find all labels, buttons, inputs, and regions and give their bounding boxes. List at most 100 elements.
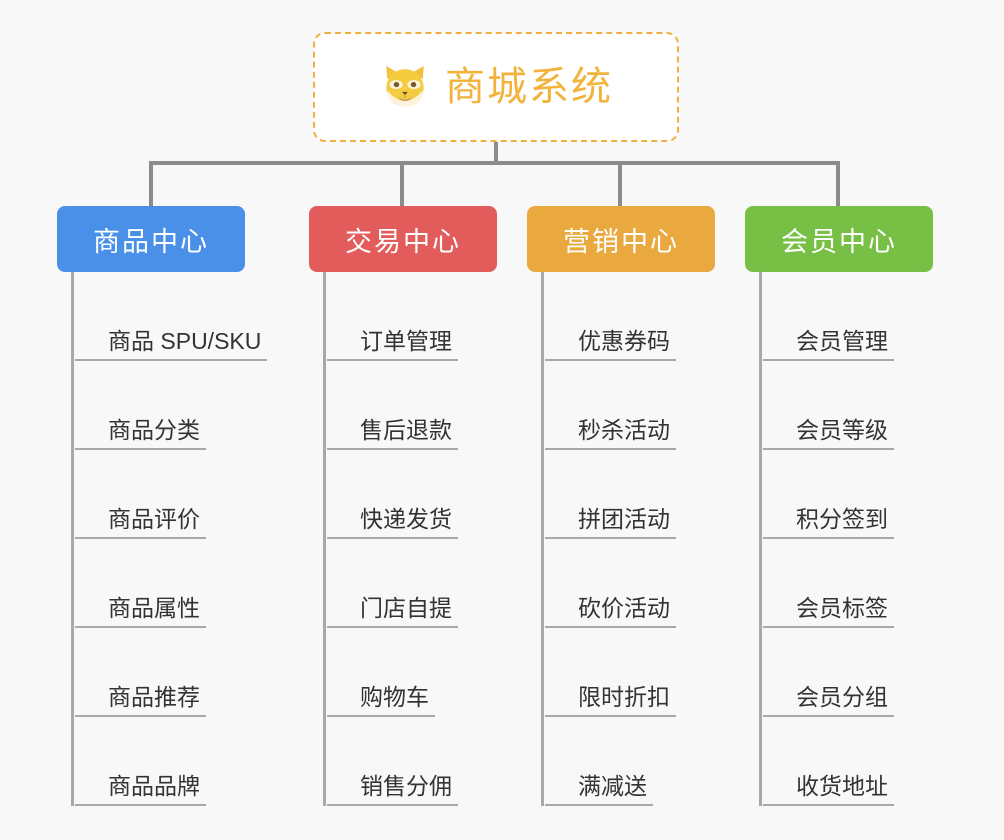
leaf-item[interactable]: 秒杀活动: [545, 361, 763, 450]
leaf-underline: [75, 537, 206, 539]
leaf-item[interactable]: 商品品牌: [75, 717, 293, 806]
leaf-underline: [75, 715, 206, 717]
category-column-marketing: 营销中心 优惠券码 秒杀活动 拼团活动 砍价活动 限时折扣: [527, 206, 763, 806]
leaf-label: 积分签到: [796, 505, 888, 532]
leaf-label: 秒杀活动: [578, 416, 670, 443]
category-column-product: 商品中心 商品 SPU/SKU 商品分类 商品评价 商品属性 商品推荐: [57, 206, 293, 806]
leaf-underline: [327, 804, 458, 806]
leaf-label: 门店自提: [360, 594, 452, 621]
leaf-group-product: 商品 SPU/SKU 商品分类 商品评价 商品属性 商品推荐 商品品牌: [71, 272, 293, 806]
leaf-underline: [763, 448, 894, 450]
connector-drop-4: [836, 161, 840, 206]
leaf-underline: [327, 448, 458, 450]
trunk-line-product: [71, 272, 74, 806]
leaf-underline: [327, 715, 435, 717]
leaf-label: 砍价活动: [578, 594, 670, 621]
root-title: 商城系统: [445, 65, 613, 109]
leaf-label: 商品品牌: [108, 772, 200, 799]
category-header-label: 营销中心: [563, 226, 679, 257]
connector-drop-1: [149, 161, 153, 206]
leaf-underline: [763, 804, 894, 806]
category-header-member[interactable]: 会员中心: [745, 206, 933, 272]
connector-drop-2: [400, 161, 404, 206]
leaf-item[interactable]: 订单管理: [327, 272, 545, 361]
leaf-label: 会员等级: [796, 416, 888, 443]
leaf-label: 快递发货: [360, 505, 452, 532]
leaf-item[interactable]: 商品 SPU/SKU: [75, 272, 293, 361]
category-header-trade[interactable]: 交易中心: [309, 206, 497, 272]
leaf-underline: [327, 537, 458, 539]
leaf-label: 商品属性: [108, 594, 200, 621]
leaf-label: 商品 SPU/SKU: [108, 327, 262, 354]
leaf-underline: [75, 359, 267, 361]
leaf-item[interactable]: 会员标签: [763, 539, 981, 628]
leaf-label: 会员标签: [796, 594, 888, 621]
leaf-label: 会员管理: [796, 327, 888, 354]
leaf-underline: [763, 537, 894, 539]
leaf-item[interactable]: 会员管理: [763, 272, 981, 361]
connector-horizontal-bus: [149, 161, 839, 165]
leaf-item[interactable]: 满减送: [545, 717, 763, 806]
trunk-line-member: [759, 272, 762, 806]
leaf-label: 拼团活动: [578, 505, 670, 532]
leaf-underline: [545, 537, 676, 539]
leaf-label: 订单管理: [360, 327, 452, 354]
leaf-item[interactable]: 优惠券码: [545, 272, 763, 361]
leaf-item[interactable]: 门店自提: [327, 539, 545, 628]
leaf-label: 优惠券码: [578, 327, 670, 354]
leaf-item[interactable]: 会员分组: [763, 628, 981, 717]
leaf-underline: [75, 804, 206, 806]
leaf-item[interactable]: 限时折扣: [545, 628, 763, 717]
leaf-label: 限时折扣: [578, 683, 670, 710]
leaf-underline: [545, 715, 676, 717]
leaf-item[interactable]: 销售分佣: [327, 717, 545, 806]
leaf-group-trade: 订单管理 售后退款 快递发货 门店自提 购物车 销售分佣: [323, 272, 545, 806]
leaf-underline: [545, 448, 676, 450]
leaf-label: 售后退款: [360, 416, 452, 443]
dog-face-icon: [386, 65, 424, 109]
leaf-underline: [75, 448, 206, 450]
category-column-member: 会员中心 会员管理 会员等级 积分签到 会员标签 会员分组: [745, 206, 981, 806]
leaf-label: 商品推荐: [108, 683, 200, 710]
trunk-line-trade: [323, 272, 326, 806]
leaf-label: 满减送: [578, 772, 647, 799]
leaf-label: 购物车: [360, 683, 429, 710]
category-header-product[interactable]: 商品中心: [57, 206, 245, 272]
trunk-line-marketing: [541, 272, 544, 806]
leaf-label: 商品分类: [108, 416, 200, 443]
leaf-underline: [327, 359, 458, 361]
root-node[interactable]: 商城系统: [313, 32, 679, 142]
leaf-item[interactable]: 砍价活动: [545, 539, 763, 628]
category-header-marketing[interactable]: 营销中心: [527, 206, 715, 272]
leaf-label: 收货地址: [796, 772, 888, 799]
leaf-group-marketing: 优惠券码 秒杀活动 拼团活动 砍价活动 限时折扣 满减送: [541, 272, 763, 806]
leaf-item[interactable]: 收货地址: [763, 717, 981, 806]
connector-drop-3: [618, 161, 622, 206]
leaf-underline: [763, 715, 894, 717]
leaf-item[interactable]: 拼团活动: [545, 450, 763, 539]
category-header-label: 商品中心: [93, 226, 209, 257]
leaf-label: 会员分组: [796, 683, 888, 710]
leaf-item[interactable]: 商品属性: [75, 539, 293, 628]
category-header-label: 会员中心: [781, 226, 897, 257]
category-column-trade: 交易中心 订单管理 售后退款 快递发货 门店自提 购物车: [309, 206, 545, 806]
leaf-item[interactable]: 会员等级: [763, 361, 981, 450]
leaf-underline: [763, 359, 894, 361]
leaf-item[interactable]: 商品评价: [75, 450, 293, 539]
leaf-underline: [545, 359, 676, 361]
leaf-item[interactable]: 快递发货: [327, 450, 545, 539]
leaf-label: 销售分佣: [360, 772, 452, 799]
leaf-item[interactable]: 商品分类: [75, 361, 293, 450]
leaf-label: 商品评价: [108, 505, 200, 532]
leaf-underline: [763, 626, 894, 628]
leaf-underline: [545, 804, 653, 806]
leaf-item[interactable]: 商品推荐: [75, 628, 293, 717]
leaf-item[interactable]: 购物车: [327, 628, 545, 717]
leaf-underline: [545, 626, 676, 628]
leaf-underline: [75, 626, 206, 628]
leaf-underline: [327, 626, 458, 628]
leaf-item[interactable]: 积分签到: [763, 450, 981, 539]
leaf-item[interactable]: 售后退款: [327, 361, 545, 450]
category-header-label: 交易中心: [345, 226, 461, 257]
